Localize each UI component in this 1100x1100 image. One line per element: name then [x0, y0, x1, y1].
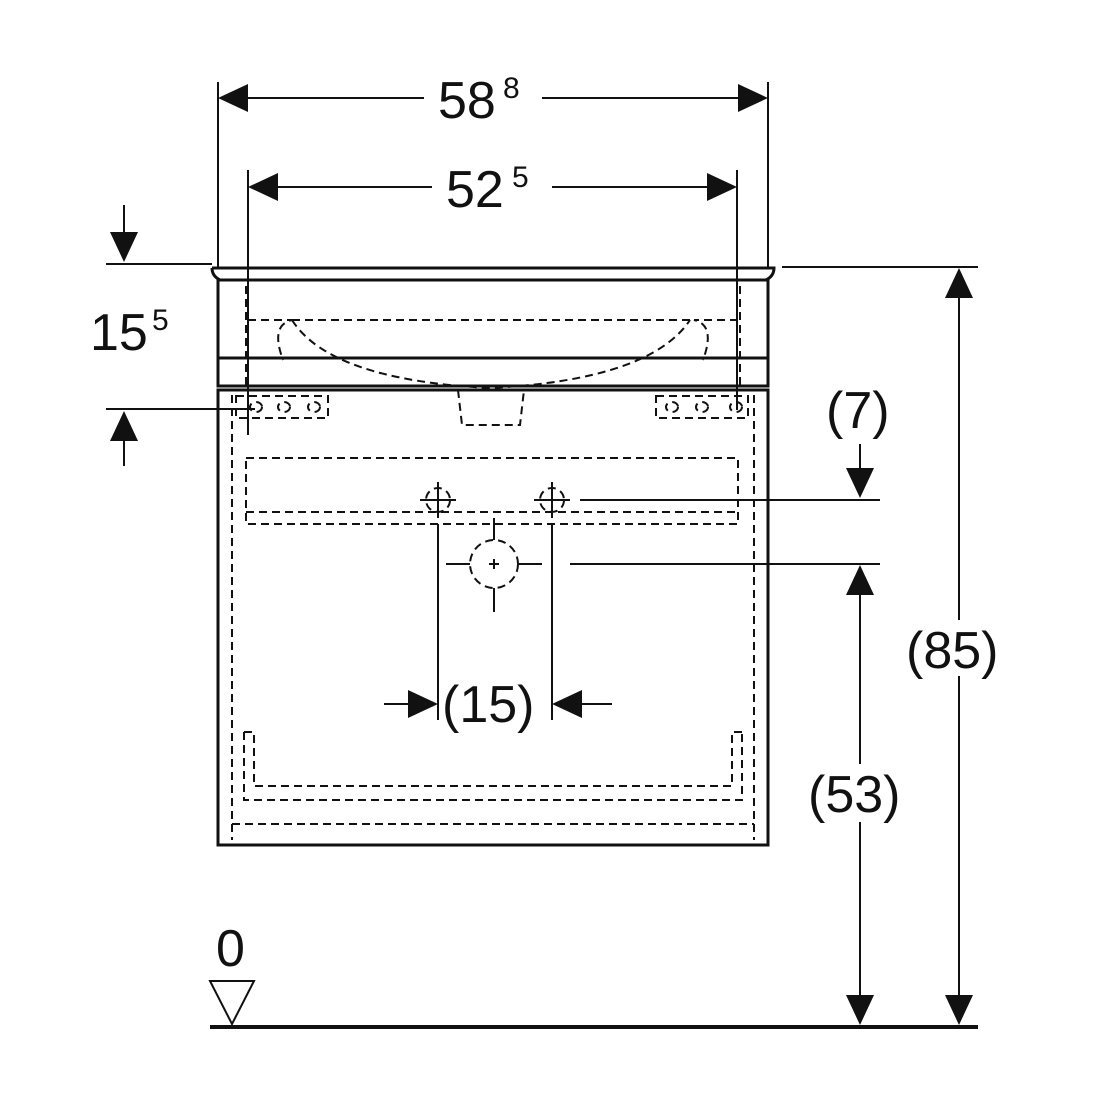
drain-hole: [446, 518, 542, 612]
cabinet-body: [210, 266, 776, 847]
top-thickness-label: 15: [90, 304, 148, 362]
dimension-overall-height: (85): [906, 268, 998, 1025]
hole-spacing-label: (15): [442, 676, 534, 734]
level-triangle-icon: [208, 980, 256, 1027]
drain-height-label: (53): [808, 766, 900, 824]
dimension-inner-width: 52 5: [248, 161, 737, 219]
mounting-brackets: [235, 395, 749, 419]
floor-level-label: 0: [216, 920, 245, 978]
basin-hidden-lines: [245, 286, 741, 426]
dimension-hole-spacing: (15): [384, 676, 612, 734]
dimension-overall-width: 58 8: [218, 72, 768, 130]
floor-datum: 0: [208, 920, 978, 1029]
overall-width-label: 58: [438, 72, 496, 130]
dimension-top-thickness: 15 5: [90, 205, 169, 466]
tap-offset-label: (7): [826, 382, 890, 440]
tap-holes: [420, 482, 570, 518]
drawer-hidden-lines: [231, 395, 755, 840]
inner-width-label: 52: [446, 161, 504, 219]
top-thickness-fraction: 5: [152, 304, 169, 337]
inner-width-fraction: 5: [512, 161, 529, 194]
overall-width-fraction: 8: [503, 72, 520, 105]
overall-height-label: (85): [906, 622, 998, 680]
extension-lines: [106, 82, 978, 720]
dimension-tap-offset: (7): [826, 382, 890, 498]
dimension-drain-height: (53): [808, 565, 900, 1025]
